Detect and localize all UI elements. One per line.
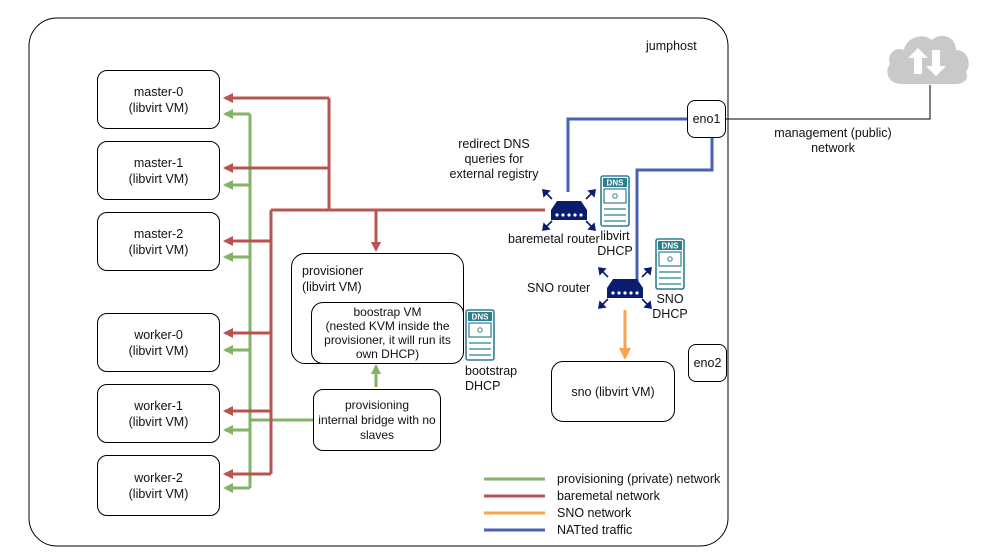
vm-master-1[interactable]: master-1 (libvirt VM) — [97, 141, 220, 200]
bootstrap-name: boostrap VM — [353, 305, 422, 319]
bootstrap-desc-3: own DHCP) — [355, 347, 420, 361]
annotation-line-3: external registry — [449, 167, 539, 181]
vm-name: worker-1 — [134, 398, 183, 413]
interface-eno2[interactable]: eno2 — [688, 344, 727, 382]
vm-type: (libvirt VM) — [128, 486, 189, 501]
sno-dns-server-icon: DNS — [655, 238, 685, 290]
bootstrap-dhcp-line-1: bootstrap — [465, 364, 518, 378]
management-label-2: network — [811, 141, 855, 155]
legend-label-provisioning: provisioning (private) network — [557, 472, 721, 486]
vm-name: master-2 — [133, 226, 184, 241]
sno-router-icon — [598, 267, 652, 309]
dns-icon-text: DNS — [607, 179, 625, 188]
vm-master-2[interactable]: master-2 (libvirt VM) — [97, 212, 220, 271]
libvirt-dhcp-line-2: DHCP — [597, 244, 633, 258]
bridge-desc-2: slaves — [359, 427, 394, 442]
sno-dhcp-line-2: DHCP — [652, 307, 688, 321]
baremetal-router-label: baremetal router — [508, 232, 600, 246]
legend-label-natted: NATted traffic — [557, 523, 633, 537]
vm-type: (libvirt VM) — [128, 343, 189, 358]
provisioner-type: (libvirt VM) — [302, 280, 362, 294]
eno2-label: eno2 — [693, 356, 722, 370]
vm-name: master-1 — [133, 155, 184, 170]
provisioning-network-lines — [223, 109, 381, 493]
interface-eno1[interactable]: eno1 — [687, 100, 726, 138]
sno-dhcp-line-1: SNO — [656, 292, 684, 306]
sno-vm[interactable]: sno (libvirt VM) — [551, 361, 675, 422]
legend-label-sno: SNO network — [557, 506, 632, 520]
bridge-desc-1: internal bridge with no — [318, 412, 436, 427]
sno-router-label: SNO router — [527, 281, 591, 295]
natted-traffic-lines — [566, 117, 714, 281]
libvirt-dhcp-line-1: libvirt — [600, 229, 630, 243]
bootstrap-dns-server-icon: DNS — [465, 309, 495, 361]
vm-type: (libvirt VM) — [128, 100, 189, 115]
libvirt-dhcp-label: libvirt DHCP — [593, 229, 637, 259]
dns-redirect-annotation: redirect DNS queries for external regist… — [446, 137, 542, 182]
vm-worker-0[interactable]: worker-0 (libvirt VM) — [97, 313, 220, 372]
baremetal-network-lines — [223, 93, 545, 479]
management-link — [726, 85, 931, 120]
vm-name: worker-0 — [134, 327, 183, 342]
libvirt-dns-server-icon: DNS — [600, 175, 630, 227]
vm-worker-2[interactable]: worker-2 (libvirt VM) — [97, 455, 220, 516]
legend-label-baremetal: baremetal network — [557, 489, 660, 503]
sno-vm-label: sno (libvirt VM) — [571, 384, 655, 399]
bootstrap-desc-1: (nested KVM inside the — [325, 319, 450, 333]
jumphost-boundary — [28, 17, 729, 547]
vm-type: (libvirt VM) — [128, 171, 189, 186]
vm-master-0[interactable]: master-0 (libvirt VM) — [97, 70, 220, 129]
vm-type: (libvirt VM) — [128, 242, 189, 257]
jumphost-label: jumphost — [646, 39, 697, 53]
annotation-line-1: redirect DNS — [458, 137, 530, 151]
provisioner-name: provisioner — [302, 264, 364, 278]
management-network-label: management (public) network — [770, 126, 896, 156]
dns-icon-text: DNS — [662, 242, 680, 251]
cloud-icon — [887, 35, 969, 84]
bootstrap-dhcp-line-2: DHCP — [465, 379, 501, 393]
management-label-1: management (public) — [774, 126, 892, 140]
baremetal-router-icon — [542, 189, 596, 231]
vm-name: master-0 — [133, 84, 184, 99]
annotation-line-2: queries for — [464, 152, 524, 166]
provisioning-bridge[interactable]: provisioning internal bridge with no sla… — [313, 389, 441, 451]
eno1-label: eno1 — [692, 112, 721, 126]
bridge-name: provisioning — [344, 397, 410, 412]
vm-worker-1[interactable]: worker-1 (libvirt VM) — [97, 384, 220, 443]
vm-type: (libvirt VM) — [128, 414, 189, 429]
vm-name: worker-2 — [134, 470, 183, 485]
natted-line-baremetal — [566, 117, 688, 192]
natted-line-sno — [635, 138, 714, 281]
dns-icon-text: DNS — [472, 313, 490, 322]
sno-dhcp-label: SNO DHCP — [648, 292, 692, 322]
bootstrap-dhcp-label: bootstrap DHCP — [465, 364, 517, 394]
bootstrap-vm[interactable]: boostrap VM (nested KVM inside the provi… — [311, 302, 464, 364]
bootstrap-desc-2: provisioner, it will run its — [324, 333, 451, 347]
